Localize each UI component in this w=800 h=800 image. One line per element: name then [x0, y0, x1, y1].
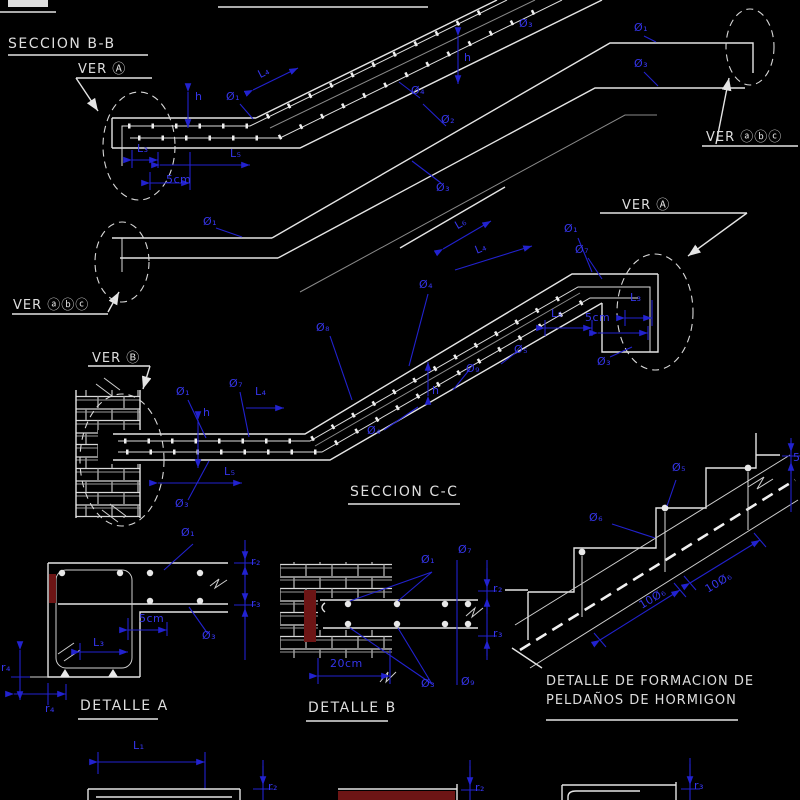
- rebar-label-phi4: Ø₄: [419, 278, 434, 291]
- bottom-partial-details: [87, 752, 700, 800]
- dim-label-r4: r₄: [45, 702, 55, 715]
- seccion-bb-drawing: [102, 0, 603, 201]
- rebar-label-phi7: Ø₇: [229, 377, 244, 390]
- seccion-cc-drawing: [75, 253, 694, 527]
- dim-label-l4: L₄: [255, 385, 267, 398]
- rebar-label-phi8: Ø₈: [316, 321, 331, 334]
- dim-label-l1: L₁: [133, 739, 145, 752]
- dims-seccion-bb: [123, 27, 659, 238]
- dim-label-20cm: 20cm: [330, 657, 363, 670]
- dim-label-5cm: 5cm: [585, 311, 611, 324]
- ver-abc-callout-top-right: VER ⓐⓑⓒ: [706, 130, 783, 145]
- rebar-label-phi3: Ø₃: [421, 677, 436, 690]
- rebar-label-phi3: Ø₃: [436, 181, 451, 194]
- rebar-label-phi3: Ø₃: [519, 17, 534, 30]
- ver-a-callout-top: VER Ⓐ: [78, 62, 127, 77]
- peldanos-detail-drawing: [505, 433, 800, 669]
- rebar-label-phi7: Ø₇: [575, 243, 590, 256]
- rebar-label-phi1: Ø₁: [421, 553, 436, 566]
- rebar-label-phi4: Ø₄: [367, 424, 382, 437]
- dim-label-r3: r₃: [493, 627, 503, 640]
- rebar-label-phi1: Ø₁: [634, 21, 649, 34]
- rebar-label-phi5: Ø₅: [672, 461, 687, 474]
- dims-seccion-cc: [149, 220, 653, 501]
- detalle-b-title: DETALLE B: [308, 700, 397, 716]
- seccion-cc-title: SECCION C-C: [350, 484, 459, 500]
- rebar-label-phi9: Ø₉: [466, 362, 481, 375]
- dim-label-r4: r₄: [1, 661, 11, 674]
- rebar-label-phi1: Ø₁: [203, 215, 218, 228]
- rebar-label-phi7: Ø₇: [458, 543, 473, 556]
- dim-label-l5: L₅: [551, 307, 563, 320]
- dim-label-5: 5: [793, 451, 800, 464]
- ver-b-callout: VER Ⓑ: [92, 351, 141, 366]
- seccion-aa-remnant-drawing: [94, 8, 775, 303]
- dim-label-r3: r₃: [694, 779, 704, 792]
- dim-label-l5: L₅: [224, 465, 236, 478]
- rebar-label-phi3: Ø₃: [597, 355, 612, 368]
- seccion-bb-title: SECCION B-B: [8, 36, 116, 52]
- rebar-label-phi4: Ø₄: [411, 84, 426, 97]
- ver-abc-callout-left: VER ⓐⓑⓒ: [13, 298, 90, 313]
- dim-label-r2: r₂: [268, 780, 278, 793]
- rebar-label-phi2: Ø₂: [441, 113, 456, 126]
- dim-label-r2: r₂: [475, 781, 485, 794]
- seccion-aa-title: SECCION A-A: [222, 0, 329, 4]
- cropped-title-stub: [0, 0, 56, 13]
- dim-label-h: h: [464, 51, 472, 64]
- dim-label-5cm: 5cm: [166, 173, 192, 186]
- dim-label-h: h: [432, 384, 440, 397]
- dim-label-r2: r₂: [493, 582, 503, 595]
- peldanos-title-line1: DETALLE DE FORMACION DE: [546, 674, 755, 689]
- dim-label-l3: L₃: [137, 142, 149, 155]
- rebar-label-phi3: Ø₃: [202, 629, 217, 642]
- title-underlines: [8, 6, 798, 722]
- rebar-label-phi1: Ø₁: [564, 222, 579, 235]
- dim-label-l3: L₃: [93, 636, 105, 649]
- rebar-label-phi1: Ø₁: [176, 385, 191, 398]
- rebar-label-phi6: Ø₆: [589, 511, 604, 524]
- rebar-label-phi5: Ø₅: [514, 343, 529, 356]
- dim-label-5cm: 5cm: [139, 612, 165, 625]
- rebar-label-phi1: Ø₁: [226, 90, 241, 103]
- dim-label-r2: r₂: [251, 555, 261, 568]
- dim-label-l3: L₃: [630, 291, 642, 304]
- dim-label-h: h: [195, 90, 203, 103]
- rebar-label-phi3: Ø₃: [175, 497, 190, 510]
- rebar-label-phi9: Ø₉: [461, 675, 476, 688]
- detalle-b-drawing: [280, 560, 497, 685]
- rebar-label-phi3: Ø₃: [634, 57, 649, 70]
- detalle-a-drawing: [5, 540, 256, 705]
- view-callout-leaders: [75, 77, 748, 390]
- dim-label-r3: r₃: [251, 597, 261, 610]
- dim-label-l5: L₅: [230, 147, 242, 160]
- peldanos-title-line2: PELDAÑOS DE HORMIGON: [546, 693, 737, 708]
- dim-label-h: h: [203, 406, 211, 419]
- ver-a-callout-mid: VER Ⓐ: [622, 198, 671, 213]
- detalle-a-title: DETALLE A: [80, 698, 169, 714]
- rebar-label-phi1: Ø₁: [181, 526, 196, 539]
